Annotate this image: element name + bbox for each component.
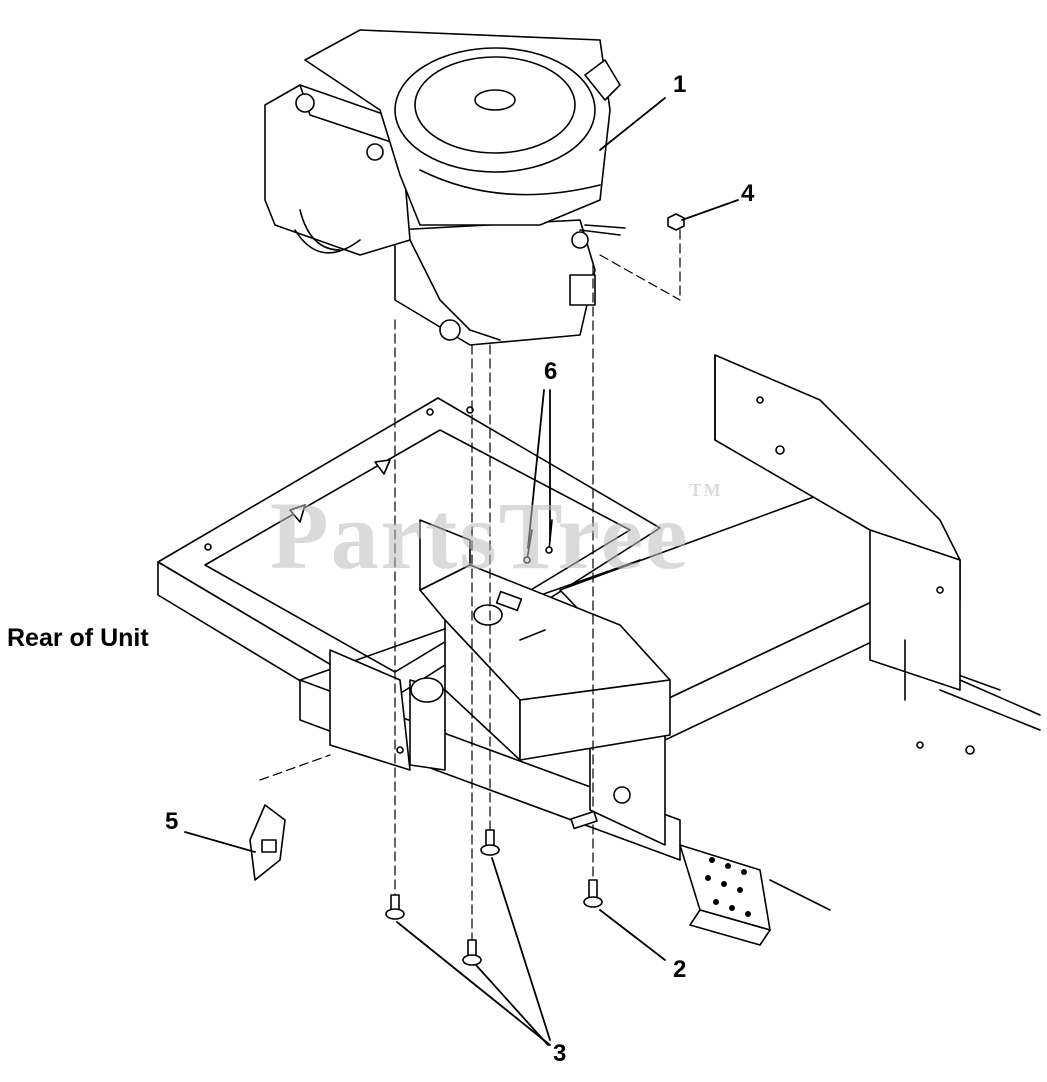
callout-6[interactable]: 6: [544, 358, 558, 385]
bolt: [385, 894, 405, 920]
deck-frame: [157, 354, 1041, 946]
trademark-sup: TM: [689, 480, 723, 500]
callout-2[interactable]: 2: [673, 956, 687, 983]
callout-5[interactable]: 5: [165, 808, 179, 835]
engine-bolts: [385, 810, 603, 966]
callout-4[interactable]: 4: [741, 180, 755, 207]
rear-of-unit-label: Rear of Unit: [7, 624, 149, 652]
pin: [570, 810, 598, 830]
bolt: [480, 829, 500, 856]
bolt: [462, 939, 482, 966]
callout-1[interactable]: 1: [673, 71, 687, 98]
watermark-text: PartsTree: [270, 482, 690, 589]
callout-3[interactable]: 3: [553, 1040, 567, 1067]
bolt: [583, 879, 603, 908]
leader-lines: [184, 97, 739, 1046]
watermark: PartsTreeTM: [270, 480, 723, 591]
hex-nut: [667, 213, 685, 231]
wire-clip: [249, 804, 286, 881]
engine-assembly: [264, 29, 626, 346]
mounting-plate: [419, 519, 671, 761]
alignment-lines: [259, 229, 681, 951]
